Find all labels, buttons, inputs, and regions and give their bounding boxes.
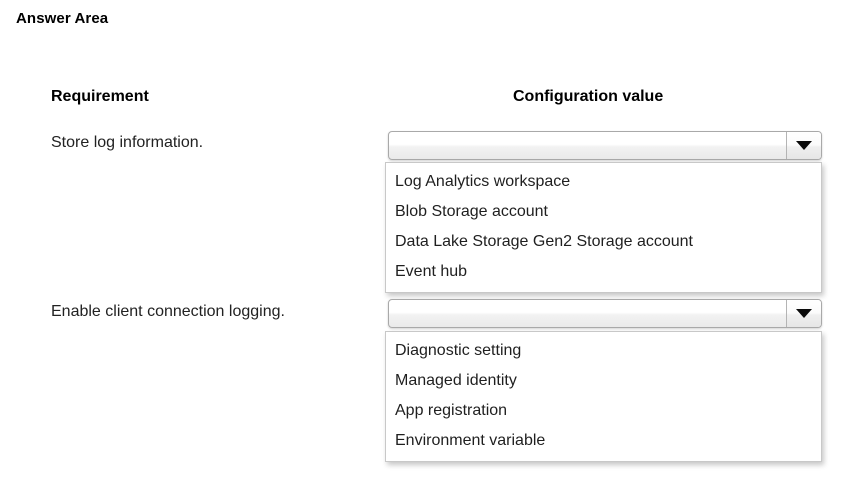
configuration-value-combobox-row-0[interactable] — [388, 131, 822, 160]
requirement-label-row-1: Enable client connection logging. — [51, 303, 285, 320]
requirement-label-row-0: Store log information. — [51, 134, 204, 151]
dropdown-list-row-0[interactable]: Log Analytics workspace Blob Storage acc… — [385, 162, 822, 293]
dropdown-option[interactable]: Blob Storage account — [386, 197, 821, 227]
combobox-selected-value-row-1 — [389, 300, 786, 327]
page-title: Answer Area — [16, 10, 109, 27]
dropdown-option[interactable]: Diagnostic setting — [386, 336, 821, 366]
combobox-dropdown-button-row-0[interactable] — [786, 132, 821, 159]
dropdown-option[interactable]: Event hub — [386, 257, 821, 287]
combobox-dropdown-button-row-1[interactable] — [786, 300, 821, 327]
dropdown-option[interactable]: Log Analytics workspace — [386, 167, 821, 197]
chevron-down-icon — [796, 141, 812, 150]
column-header-configuration-value: Configuration value — [513, 88, 664, 105]
dropdown-option[interactable]: Data Lake Storage Gen2 Storage account — [386, 227, 821, 257]
dropdown-option[interactable]: App registration — [386, 396, 821, 426]
configuration-value-combobox-row-1[interactable] — [388, 299, 822, 328]
dropdown-option[interactable]: Managed identity — [386, 366, 821, 396]
dropdown-option[interactable]: Environment variable — [386, 426, 821, 456]
column-header-requirement: Requirement — [51, 88, 149, 105]
combobox-selected-value-row-0 — [389, 132, 786, 159]
dropdown-list-row-1[interactable]: Diagnostic setting Managed identity App … — [385, 331, 822, 462]
chevron-down-icon — [796, 309, 812, 318]
